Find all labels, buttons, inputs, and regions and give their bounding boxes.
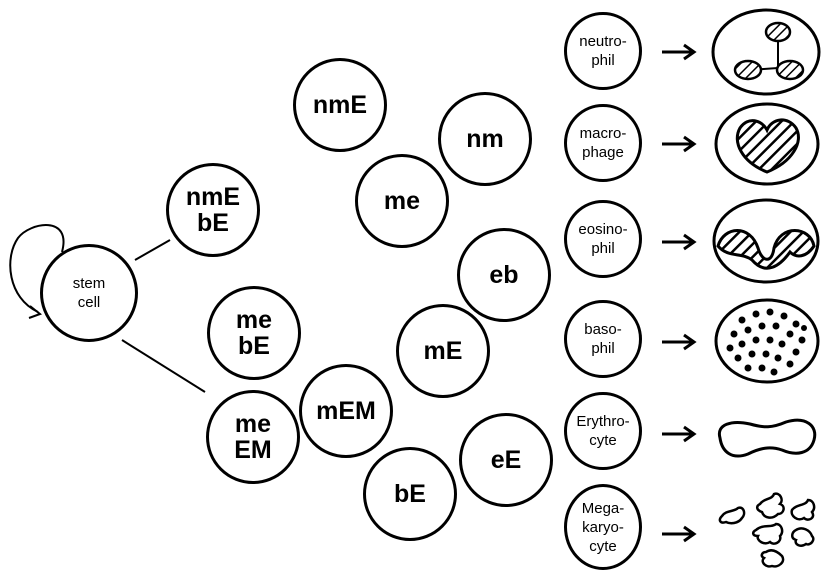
- mature-cell-label: neutro- phil: [579, 33, 627, 69]
- basophil-icon: [714, 298, 820, 384]
- arrow-right-icon: [662, 233, 697, 251]
- neutrophil-icon: [711, 8, 821, 96]
- progenitor-me-bE: me bE: [207, 286, 301, 380]
- arrow-right-icon: [662, 135, 697, 153]
- progenitor-label: eE: [490, 446, 522, 474]
- progenitor-label: nmE bE: [185, 183, 241, 237]
- self-renewal-arrowhead: [28, 305, 43, 319]
- line-stem-to-meEM: [121, 339, 206, 393]
- arrow-right-icon: [662, 525, 697, 543]
- progenitor-eE: eE: [459, 413, 553, 507]
- mature-cell-megakaryocyte: Mega- karyo- cyte: [564, 484, 642, 570]
- mature-cell-label: baso- phil: [584, 321, 622, 357]
- mature-cell-label: Mega- karyo- cyte: [581, 499, 625, 555]
- arrow-right-icon: [662, 333, 697, 351]
- mature-cell-eosinophil: eosino- phil: [564, 200, 642, 278]
- progenitor-bE: bE: [363, 447, 457, 541]
- arrow-right-icon: [662, 43, 697, 61]
- arrow-right-icon: [662, 425, 697, 443]
- progenitor-label: eb: [489, 261, 519, 289]
- progenitor-label: me: [383, 187, 421, 215]
- progenitor-label: nm: [466, 125, 504, 153]
- progenitor-nmE-bE: nmE bE: [166, 163, 260, 257]
- macrophage-icon: [714, 102, 820, 186]
- progenitor-label: mE: [423, 337, 463, 365]
- stem-cell-label: stem cell: [72, 275, 106, 311]
- progenitor-nm: nm: [438, 92, 532, 186]
- progenitor-label: nmE: [312, 91, 368, 119]
- stem-cell: stem cell: [40, 244, 138, 342]
- progenitor-mE: mE: [396, 304, 490, 398]
- progenitor-mEM: mEM: [299, 364, 393, 458]
- progenitor-eb: eb: [457, 228, 551, 322]
- progenitor-label: bE: [394, 480, 426, 508]
- progenitor-me: me: [355, 154, 449, 248]
- eosinophil-icon: [712, 198, 820, 284]
- line-stem-to-nmEbE: [134, 239, 171, 261]
- self-renewal-loop: [9, 224, 65, 313]
- progenitor-nmE: nmE: [293, 58, 387, 152]
- mature-cell-erythrocyte: Erythro- cyte: [564, 392, 642, 470]
- mature-cell-label: Erythro- cyte: [576, 413, 630, 449]
- progenitor-label: me bE: [235, 306, 273, 360]
- mature-cell-basophil: baso- phil: [564, 300, 642, 378]
- mature-cell-neutrophil: neutro- phil: [564, 12, 642, 90]
- progenitor-me-EM: me EM: [206, 390, 300, 484]
- mature-cell-macrophage: macro- phage: [564, 104, 642, 182]
- erythrocyte-icon: [717, 418, 817, 458]
- progenitor-label: me EM: [234, 410, 272, 464]
- megakaryocyte-icon: [718, 492, 816, 568]
- progenitor-label: mEM: [316, 397, 376, 425]
- mature-cell-label: macro- phage: [579, 125, 627, 161]
- mature-cell-label: eosino- phil: [578, 221, 628, 257]
